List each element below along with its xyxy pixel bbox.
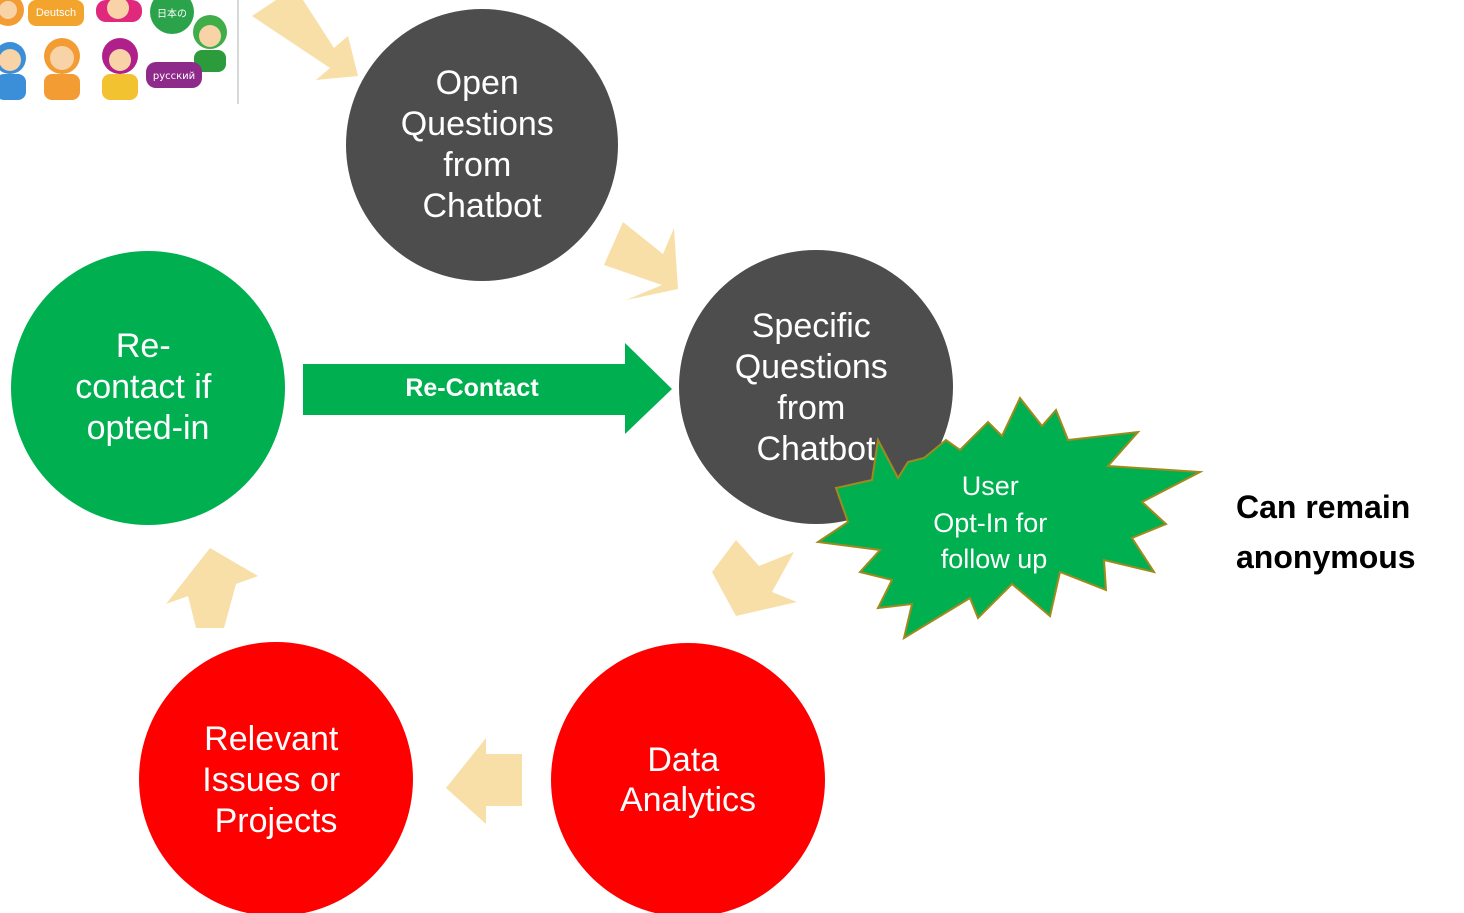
cycle-arrow-top	[252, 0, 358, 80]
node-label-line: Data	[647, 741, 719, 779]
starburst-label-line: Opt-In for	[933, 508, 1047, 538]
node-label-line: Questions	[735, 348, 888, 386]
node-label-line: Issues or	[202, 761, 340, 799]
node-label-line: Re-	[116, 327, 171, 365]
node-label-line: Chatbot	[422, 187, 542, 225]
node-recontact: Re- contact if opted-in	[11, 251, 285, 525]
child-figure	[96, 0, 142, 22]
svg-text:Specific Questions: Specific Questions from Chatbot	[735, 307, 898, 468]
anonymous-note: Can remain anonymous	[1236, 482, 1464, 582]
node-label-line: Chatbot	[756, 430, 876, 468]
svg-text:Relevant Issues or: Relevant Issues or Projects	[202, 720, 349, 840]
child-figure	[193, 15, 227, 72]
anonymous-note-line: Can remain	[1236, 489, 1411, 525]
bubble-label: Deutsch	[36, 7, 76, 19]
anonymous-note-line: anonymous	[1236, 539, 1416, 575]
svg-text:Open Questions: Open Questions from Chatbot	[401, 64, 564, 225]
node-relevant-issues: Relevant Issues or Projects	[139, 642, 413, 913]
speech-bubble: 日本の	[150, 0, 194, 34]
node-label-line: Questions	[401, 105, 554, 143]
speech-bubble: русский	[146, 62, 202, 88]
child-figure	[0, 42, 26, 100]
node-label-line: from	[777, 389, 845, 427]
node-label-line: Projects	[215, 802, 338, 840]
bubble-label: 日本の	[157, 7, 187, 20]
svg-text:Data Analytics: Data Analytics	[620, 741, 756, 819]
child-figure	[0, 0, 24, 26]
node-label-line: Open	[436, 64, 519, 102]
node-label-line: contact if	[75, 368, 212, 406]
node-data-analytics: Data Analytics	[551, 643, 825, 913]
node-label-line: Specific	[752, 307, 871, 345]
cycle-arrow-right-lower	[712, 540, 797, 616]
starburst-label-line: follow up	[941, 544, 1048, 574]
child-figure	[102, 38, 138, 100]
recontact-arrow: Re-Contact	[303, 343, 672, 434]
node-label-line: Relevant	[204, 720, 339, 758]
cycle-arrow-bottom	[446, 738, 522, 824]
multilingual-children-image: Deutsch 日本の	[0, 0, 239, 104]
cycle-arrow-left	[166, 548, 258, 628]
recontact-arrow-label: Re-Contact	[405, 374, 539, 402]
bubble-label: русский	[153, 71, 195, 82]
svg-text:User Opt-In for: User Opt-In for follow up	[933, 471, 1055, 574]
node-label-line: from	[443, 146, 511, 184]
opt-in-starburst: User Opt-In for follow up	[815, 396, 1204, 641]
node-label-line: opted-in	[87, 409, 210, 447]
node-open-questions: Open Questions from Chatbot	[346, 9, 618, 281]
node-label-line: Analytics	[620, 781, 756, 819]
svg-text:Re- contact if: Re- contact if opted-in	[75, 327, 221, 447]
child-figure	[44, 38, 80, 100]
speech-bubble: Deutsch	[28, 0, 84, 26]
starburst-label-line: User	[962, 471, 1019, 501]
cycle-arrow-right-upper	[604, 222, 678, 300]
